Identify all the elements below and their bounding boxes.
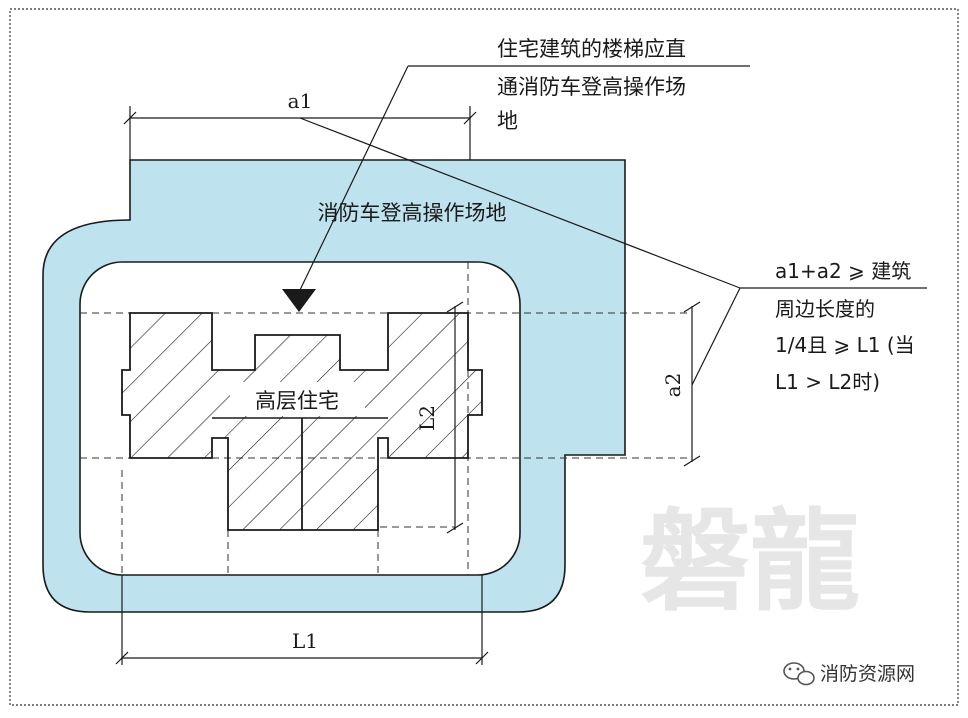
building-label: 高层住宅 [255,389,339,413]
rule-line-1: a1+a2 ⩾ 建筑 [775,259,911,283]
rule-line-4: L1 > L2时) [775,370,880,394]
outer-frame [9,8,959,706]
dimension-l1 [115,575,489,665]
callout-line-2: 通消防车登高操作场 [497,75,686,99]
down-arrow-icon [282,289,316,312]
l1-label: L1 [292,629,318,653]
a2-label: a2 [661,373,685,398]
a1-label: a1 [288,89,313,113]
watermark: 磐龍 [640,498,860,626]
source-badge: 消防资源网 [783,662,915,686]
callout-line-1: 住宅建筑的楼梯应直 [497,37,686,61]
operation-area-label: 消防车登高操作场地 [318,201,507,225]
dimension-l2 [446,301,464,534]
dimension-a1 [123,106,477,160]
callout-line-3: 地 [497,109,518,133]
source-badge-text: 消防资源网 [820,663,915,685]
stairs-callout: 住宅建筑的楼梯应直 通消防车登高操作场 地 [282,37,750,312]
rule-line-3: 1/4且 ⩾ L1 (当 [775,333,915,357]
building-label-bg [230,382,365,416]
wechat-icon [783,662,815,686]
rule-callout-lines [299,117,927,386]
rule-line-2: 周边长度的 [775,297,875,321]
l2-label: L2 [415,405,439,431]
